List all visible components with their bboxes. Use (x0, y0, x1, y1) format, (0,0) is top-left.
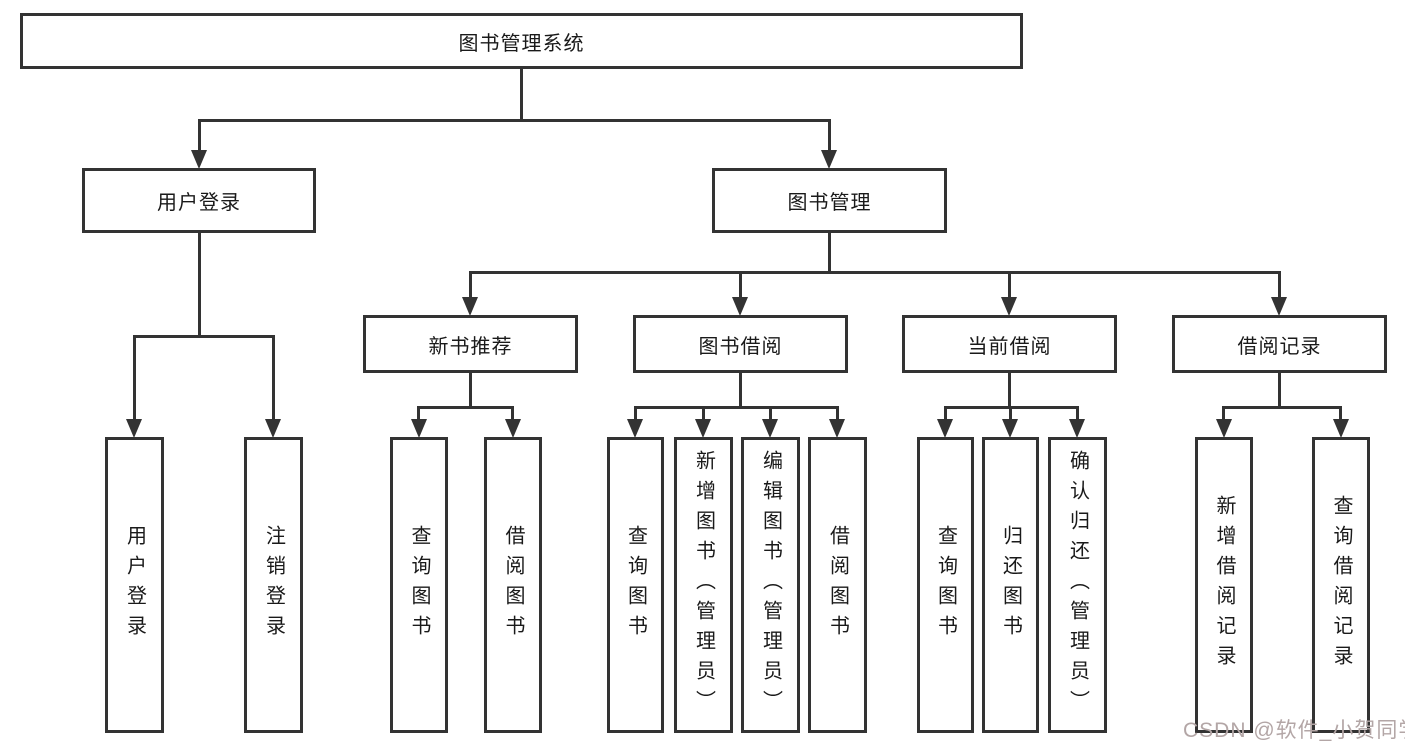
arrow-down-icon (695, 419, 711, 438)
node-label: 图书管理系统 (458, 32, 585, 55)
leaf-add-books-admin: 新增图书（管理员） (674, 437, 733, 733)
leaf-label: 查询图书 (624, 525, 647, 645)
connector-line (1278, 271, 1281, 301)
arrow-down-icon (829, 419, 845, 438)
arrow-down-icon (1271, 297, 1287, 316)
connector-line (198, 233, 201, 337)
arrow-down-icon (462, 297, 478, 316)
connector-line (634, 406, 839, 409)
node-borrowing-records: 借阅记录 (1172, 315, 1387, 373)
connector-line (511, 406, 514, 421)
connector-line (739, 373, 742, 409)
node-book-management: 图书管理 (712, 168, 947, 233)
connector-line (828, 119, 831, 152)
leaf-user-login: 用户登录 (105, 437, 164, 733)
leaf-add-borrow-record: 新增借阅记录 (1195, 437, 1253, 733)
connector-line (1076, 406, 1079, 421)
arrow-down-icon (1216, 419, 1232, 438)
leaf-label: 查询图书 (934, 525, 957, 645)
leaf-label: 查询借阅记录 (1330, 495, 1352, 675)
connector-line (469, 271, 1281, 274)
arrow-down-icon (627, 419, 643, 438)
arrow-down-icon (732, 297, 748, 316)
connector-line (198, 119, 201, 152)
connector-line (1222, 406, 1225, 421)
arrow-down-icon (1001, 297, 1017, 316)
connector-line (520, 69, 523, 120)
leaf-label: 借阅图书 (502, 525, 524, 645)
node-label: 新书推荐 (428, 335, 513, 358)
connector-line (944, 406, 947, 421)
node-label: 借阅记录 (1237, 335, 1322, 358)
leaf-label: 用户登录 (123, 525, 146, 645)
arrow-down-icon (937, 419, 953, 438)
leaf-edit-books-admin: 编辑图书（管理员） (741, 437, 800, 733)
leaf-return-books: 归还图书 (982, 437, 1039, 733)
node-book-borrowing: 图书借阅 (633, 315, 848, 373)
leaf-query-books-recommend: 查询图书 (390, 437, 448, 733)
leaf-label: 确认归还（管理员） (1066, 450, 1089, 720)
connector-line (836, 406, 839, 421)
leaf-logout: 注销登录 (244, 437, 303, 733)
node-label: 图书借阅 (698, 335, 783, 358)
connector-line (469, 373, 472, 409)
leaf-label: 借阅图书 (826, 525, 849, 645)
arrow-down-icon (191, 150, 207, 169)
connector-line (133, 335, 275, 338)
watermark: CSDN @软件_小贺同学 (1183, 719, 1405, 742)
connector-line (828, 233, 831, 273)
connector-line (739, 271, 742, 301)
node-new-book-recommend: 新书推荐 (363, 315, 578, 373)
leaf-label: 注销登录 (262, 525, 285, 645)
leaf-label: 归还图书 (999, 525, 1022, 645)
connector-line (702, 406, 705, 421)
arrow-down-icon (1333, 419, 1349, 438)
connector-line (1278, 373, 1281, 409)
node-label: 图书管理 (787, 192, 872, 214)
leaf-query-borrow-record: 查询借阅记录 (1312, 437, 1370, 733)
connector-line (1009, 406, 1012, 421)
node-label: 当前借阅 (967, 335, 1052, 358)
node-current-borrowing: 当前借阅 (902, 315, 1117, 373)
connector-line (272, 335, 275, 421)
node-library-management-system: 图书管理系统 (20, 13, 1023, 69)
connector-line (469, 271, 472, 301)
connector-line (1339, 406, 1342, 421)
arrow-down-icon (265, 419, 281, 438)
leaf-label: 编辑图书（管理员） (759, 450, 782, 720)
arrow-down-icon (821, 150, 837, 169)
connector-line (769, 406, 772, 421)
connector-line (417, 406, 420, 421)
leaf-query-books-current: 查询图书 (917, 437, 974, 733)
leaf-label: 新增借阅记录 (1213, 495, 1235, 675)
leaf-borrow-books-recommend: 借阅图书 (484, 437, 542, 733)
connector-line (133, 335, 136, 421)
connector-line (198, 119, 831, 122)
node-label: 用户登录 (157, 192, 241, 214)
leaf-label: 新增图书（管理员） (692, 450, 715, 720)
arrow-down-icon (126, 419, 142, 438)
leaf-borrow-books: 借阅图书 (808, 437, 867, 733)
arrow-down-icon (762, 419, 778, 438)
arrow-down-icon (505, 419, 521, 438)
connector-line (634, 406, 637, 421)
leaf-query-books-borrowing: 查询图书 (607, 437, 664, 733)
leaf-confirm-return-admin: 确认归还（管理员） (1048, 437, 1107, 733)
node-user-login: 用户登录 (82, 168, 316, 233)
arrow-down-icon (411, 419, 427, 438)
arrow-down-icon (1069, 419, 1085, 438)
arrow-down-icon (1002, 419, 1018, 438)
connector-line (1008, 373, 1011, 409)
leaf-label: 查询图书 (408, 525, 430, 645)
connector-line (1008, 271, 1011, 301)
connector-line (417, 406, 514, 409)
connector-line (1222, 406, 1342, 409)
